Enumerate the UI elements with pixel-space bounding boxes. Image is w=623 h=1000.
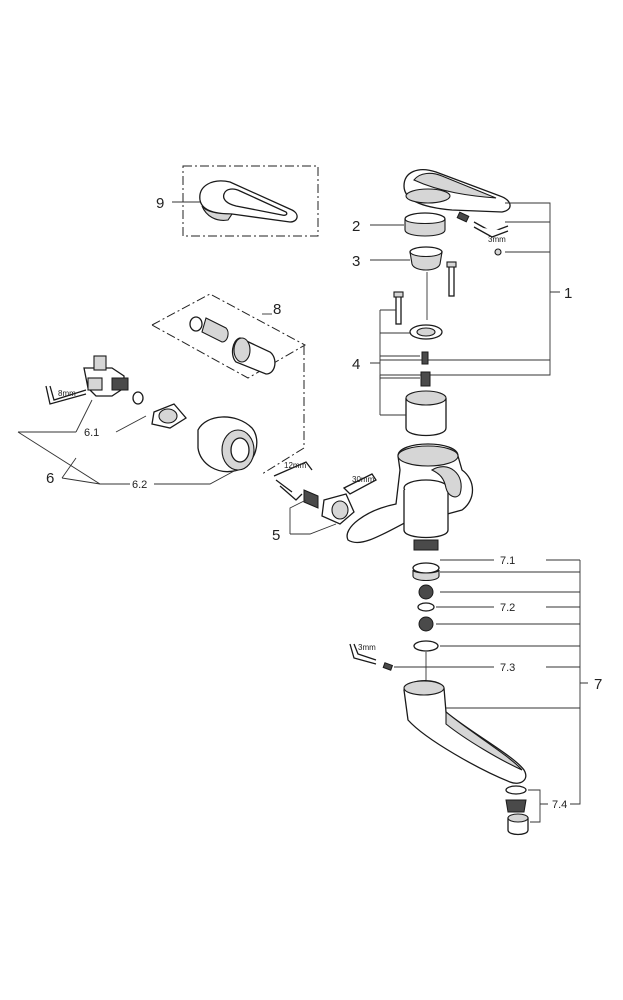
part-7-main-leader [570,560,588,805]
part-5-leader [289,499,337,535]
cover-nipple-8 [201,317,229,343]
washer-6 [132,391,144,405]
label-6-2: 6.2 [132,479,147,491]
spout-top-opening [403,680,445,696]
part-3-group: 3 [352,246,443,320]
tool-label-12mm: 12mm [284,461,307,470]
eccentric-nut-bore [158,408,178,424]
grub-screw-7-3 [382,662,394,671]
part-7-2-leader [436,606,580,647]
part-7-1-leader [440,559,580,593]
label-7-2: 7.2 [500,602,515,614]
bolt-right [448,265,455,297]
label-5: 5 [272,527,280,544]
cover-rosette-inner [230,437,250,463]
part-8-frame [150,293,307,379]
wrench-30mm [342,473,377,495]
lever-handle-top-shading [413,172,497,199]
hex-key-12mm [273,461,313,477]
tee-fitting-inlet [93,355,107,371]
part-2-group: 2 [352,212,446,237]
adapter-body [409,251,443,271]
bolt-left [395,295,402,325]
label-8: 8 [273,301,281,318]
part-4-group: 4 [352,261,457,437]
aerator-housing-top [507,813,529,823]
part-9-frame [182,165,319,237]
cartridge-stem [420,371,431,387]
hex-key-12mm-inner [279,485,303,501]
seal-7-2 [417,602,435,612]
cover-sleeve-8-end [233,337,251,363]
part-8-group: 8 [150,293,307,475]
aerator-insert [505,799,527,813]
part-6-group: 8mm 6.1 6.2 6 [17,355,258,491]
part-1-group: 3mm 1 [379,169,572,380]
connector-nut-bore [331,500,349,520]
aerator-washer [505,785,527,795]
tool-label-3mm-spout: 3mm [358,643,376,652]
bushing-7-1 [412,569,440,582]
hex-key-8mm-inner [49,385,87,401]
lever-handle-underside [405,188,451,204]
gasket-7-2 [413,640,439,652]
mixer-body-base [403,490,449,539]
label-1: 1 [564,285,572,302]
part-4-leader [370,309,420,416]
mixer-body-top-opening [397,445,459,467]
small-cap-1 [494,248,502,256]
part-6-1-leader [18,399,147,433]
hex-key-3mm-top-inner [473,226,509,238]
part-7-4-leader [528,789,548,823]
hex-key-3mm-spout-inner [353,643,377,661]
label-2: 2 [352,218,360,235]
label-7-3: 7.3 [500,662,515,674]
part-5-group: 12mm 30mm 5 [272,461,377,544]
bolt-left-head [393,291,404,298]
part-9-group: 9 [156,165,319,237]
cover-washer-8 [189,316,203,332]
mixer-body-shading [430,466,462,498]
part-6-leader [61,457,101,485]
part-7-group: 3mm 7.1 7.2 7.3 7.4 7 [349,539,602,836]
part-9-handle-base [201,205,234,221]
label-6: 6 [46,470,54,487]
label-9: 9 [156,195,164,212]
part-9-handle-slot [222,188,288,216]
tool-label-30mm: 30mm [352,475,375,484]
label-6-1: 6.1 [84,427,99,439]
tool-label-3mm-top: 3mm [488,235,506,244]
hex-key-12mm-body [275,479,293,493]
body-thread [413,539,439,551]
label-4: 4 [352,356,360,373]
tool-label-8mm: 8mm [58,389,76,398]
part-8-connector [261,346,305,475]
tee-fitting-lower [87,377,103,391]
label-7: 7 [594,676,602,693]
spout-shading [445,710,523,771]
connector-nipple [303,489,319,509]
ring-7-2 [418,616,434,632]
part-1-leader [379,202,560,380]
tee-fitting-outlet [111,377,129,391]
aerator-housing [507,817,529,836]
cap-body [404,218,446,237]
cartridge-nut-hole [416,327,436,337]
label-7-1: 7.1 [500,555,515,567]
cartridge-top [405,390,447,406]
cartridge-pin [421,351,429,365]
label-7-4: 7.4 [552,799,567,811]
mixer-body-group [346,443,474,544]
o-ring-7-1 [412,562,440,574]
grub-screw-1 [456,211,470,223]
bearing-7-1 [418,584,434,600]
label-3: 3 [352,253,360,270]
bolt-right-head [446,261,457,268]
